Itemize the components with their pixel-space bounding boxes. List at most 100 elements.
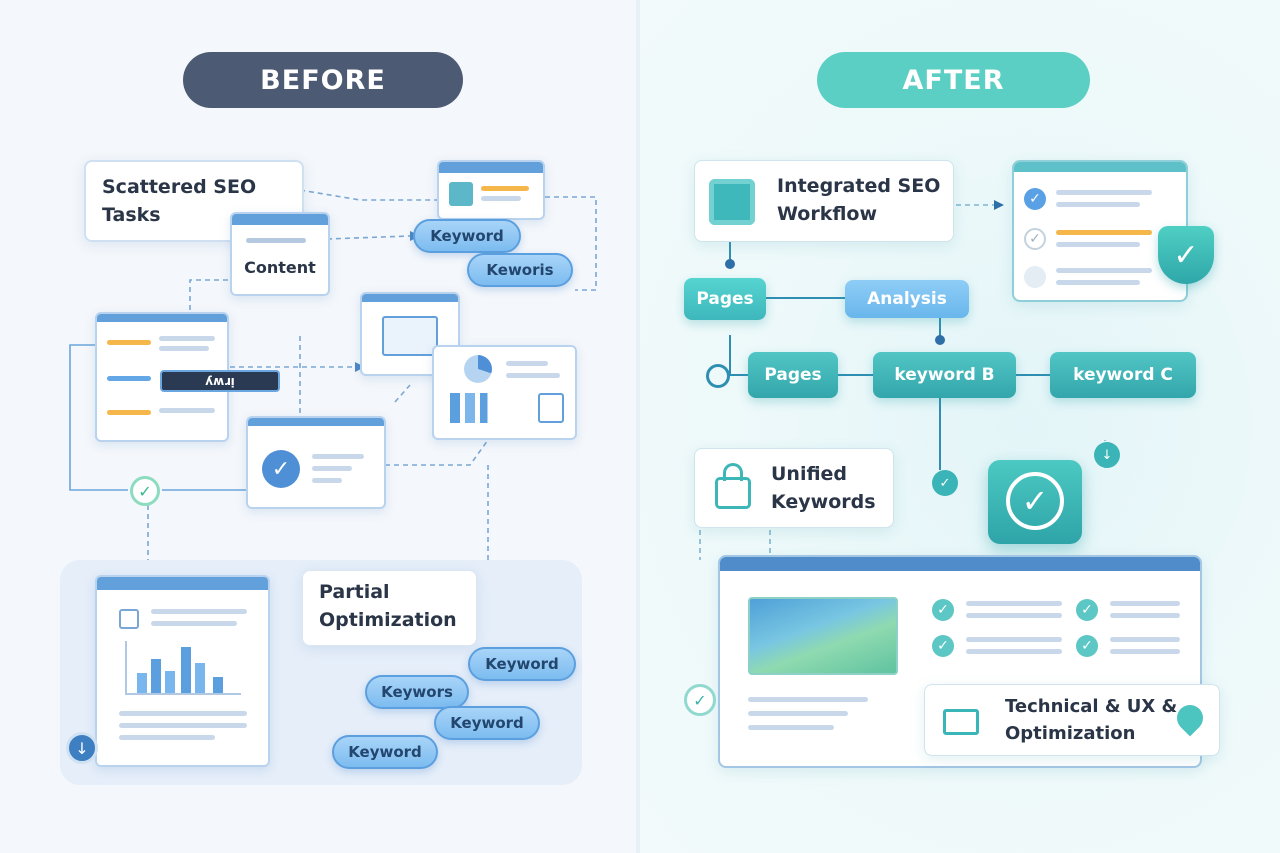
keyword-b-node[interactable]: keyword B	[873, 352, 1016, 398]
integrated-workflow-label: Integrated SEO Workflow	[694, 160, 954, 242]
text-line	[748, 697, 868, 702]
text-line	[966, 649, 1062, 654]
text-line	[1056, 230, 1152, 235]
text-line	[1110, 637, 1180, 642]
text-line	[246, 238, 306, 243]
shield-check-icon: ✓	[1158, 226, 1214, 284]
check-icon: ✓	[1024, 228, 1046, 250]
text-line	[748, 725, 834, 730]
download-circle-icon[interactable]: ↓	[66, 732, 98, 764]
panel-divider	[636, 0, 640, 853]
partial-optimization-label: Partial Optimization	[302, 570, 477, 646]
text-line	[1056, 242, 1140, 247]
box-icon	[1024, 266, 1046, 288]
profile-window	[437, 160, 545, 220]
pie-chart-icon	[464, 355, 492, 383]
text-line	[1056, 190, 1152, 195]
content-window: Content	[230, 212, 330, 296]
check-icon: ✓	[1024, 188, 1046, 210]
text-line	[506, 373, 560, 378]
pages-node-top[interactable]: Pages	[684, 278, 766, 320]
checkbox-icon	[119, 609, 139, 629]
content-label: Content	[244, 258, 316, 277]
keyword-pill[interactable]: Keyword	[468, 647, 576, 681]
text-line	[1110, 613, 1180, 618]
window-titlebar	[1014, 162, 1186, 172]
text-line	[159, 346, 209, 351]
text-line	[481, 186, 529, 191]
text-line	[107, 410, 151, 415]
window-titlebar	[97, 577, 268, 590]
check-circle-icon: ✓	[262, 450, 300, 488]
window-titlebar	[362, 294, 458, 302]
check-icon: ✓	[932, 599, 954, 621]
bookmark-icon	[538, 393, 564, 423]
text-line	[159, 408, 215, 413]
window-titlebar	[248, 418, 384, 426]
keyword-pill[interactable]: Keyword	[332, 735, 438, 769]
loop-connector-icon	[706, 364, 730, 388]
image-thumbnail-icon	[449, 182, 473, 206]
dark-badge-text: ʎʍɹᴉ	[205, 374, 235, 388]
keyword-pill[interactable]: Keworis	[467, 253, 573, 287]
keyword-pill[interactable]: Keyword	[434, 706, 540, 740]
green-check-icon: ✓	[130, 476, 160, 506]
window-titlebar	[97, 314, 227, 322]
lock-icon	[715, 477, 751, 509]
keyword-pill[interactable]: Keywors	[365, 675, 469, 709]
text-line	[312, 466, 352, 471]
text-line	[1110, 649, 1180, 654]
map-image	[748, 597, 898, 675]
keyword-c-node[interactable]: keyword C	[1050, 352, 1196, 398]
text-line	[748, 711, 848, 716]
small-check-node-icon: ✓	[932, 470, 958, 496]
unified-keywords-text: Unified Keywords	[771, 463, 876, 513]
analytics-window	[432, 345, 577, 440]
dark-badge: ʎʍɹᴉ	[160, 370, 280, 392]
text-line	[1056, 280, 1140, 285]
integrated-workflow-text: Integrated SEO Workflow	[777, 175, 941, 225]
text-line	[107, 376, 151, 381]
unified-keywords-label: Unified Keywords	[694, 448, 894, 528]
analysis-node[interactable]: Analysis	[845, 280, 969, 318]
window-titlebar	[232, 214, 328, 225]
chart-trend-icon	[709, 179, 755, 225]
scattered-seo-tasks-text: Scattered SEO Tasks	[102, 176, 257, 226]
text-line	[506, 361, 548, 366]
technical-optimization-text: Technical & UX & Optimization	[1005, 696, 1178, 744]
window-titlebar	[720, 557, 1200, 571]
text-line	[966, 613, 1062, 618]
text-line	[119, 711, 247, 716]
pages-node[interactable]: Pages	[748, 352, 838, 398]
check-icon: ✓	[1076, 599, 1098, 621]
image-frame-icon	[382, 316, 438, 356]
text-line	[1056, 268, 1152, 273]
text-line	[119, 735, 215, 740]
text-line	[107, 340, 151, 345]
partial-optimization-text: Partial Optimization	[319, 581, 457, 631]
report-window	[95, 575, 270, 767]
small-down-node-icon: ↓	[1094, 442, 1120, 468]
window-titlebar	[439, 162, 543, 173]
text-line	[151, 609, 247, 614]
check-icon: ✓	[932, 635, 954, 657]
bar-chart-icon	[450, 393, 500, 423]
text-line	[312, 478, 342, 483]
text-line	[119, 723, 247, 728]
check-window: ✓	[246, 416, 386, 509]
text-line	[966, 601, 1062, 606]
text-line	[481, 196, 521, 201]
bar-chart	[125, 641, 241, 695]
lock-shackle-icon	[723, 463, 743, 481]
text-line	[1110, 601, 1180, 606]
check-icon: ✓	[1076, 635, 1098, 657]
text-line	[1056, 202, 1140, 207]
text-line	[312, 454, 364, 459]
green-check-circle-icon: ✓	[684, 684, 716, 716]
text-line	[159, 336, 215, 341]
envelope-icon	[943, 709, 979, 735]
technical-optimization-label: Technical & UX & Optimization	[924, 684, 1220, 756]
keyword-pill[interactable]: Keyword	[413, 219, 521, 253]
big-check-icon: ✓	[988, 460, 1082, 544]
text-line	[151, 621, 237, 626]
